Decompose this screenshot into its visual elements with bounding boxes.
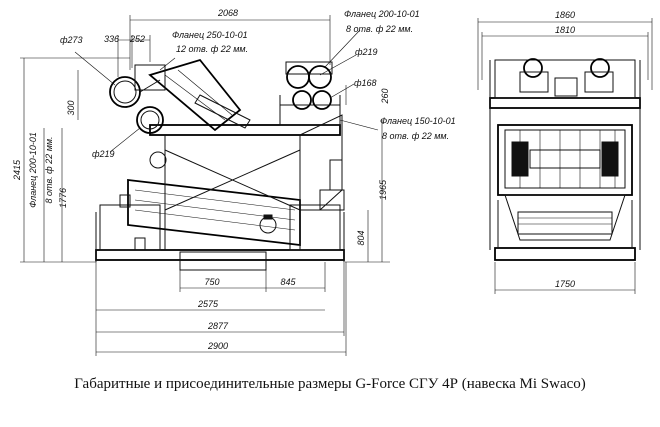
dim-804: 804 — [356, 230, 366, 245]
base-foot — [179, 251, 267, 271]
flange-250-label: Фланец 250-10-01 — [172, 30, 248, 40]
technical-drawing: 2068 ф273 336 252 Фланец 250-10-01 12 от… — [12, 8, 653, 356]
flange-150-label: Фланец 150-10-01 — [380, 116, 456, 126]
holes-8-top-label: 8 отв. ф 22 мм. — [346, 24, 413, 34]
holes-8-left-label: 8 отв. ф 22 мм. — [44, 136, 54, 203]
cyclone-cone — [148, 58, 242, 132]
dim-1860: 1860 — [555, 10, 575, 20]
dim-2900: 2900 — [207, 341, 228, 351]
dim-845: 845 — [280, 277, 296, 287]
flange-200-left-label: Фланец 200-10-01 — [28, 132, 38, 208]
dim-1776: 1776 — [58, 188, 68, 208]
dim-2877: 2877 — [207, 321, 229, 331]
front-base — [494, 247, 636, 261]
dim-336: 336 — [104, 34, 119, 44]
dim-260: 260 — [380, 88, 390, 104]
figure-caption: Габаритные и присоединительные размеры G… — [74, 376, 586, 392]
dim-750: 750 — [204, 277, 219, 287]
flange-219-right — [286, 65, 310, 89]
dim-2575: 2575 — [197, 299, 219, 309]
dim-1965: 1965 — [378, 179, 388, 200]
dim-d219-left: ф219 — [92, 149, 115, 159]
top-frame — [149, 124, 341, 136]
side-view: 2068 ф273 336 252 Фланец 250-10-01 12 от… — [12, 8, 456, 356]
dim-1750: 1750 — [555, 279, 575, 289]
front-top-frame — [489, 97, 641, 109]
dim-2415: 2415 — [12, 159, 22, 181]
dim-2068: 2068 — [217, 8, 238, 18]
front-view: 1860 1810 1750 — [477, 10, 653, 294]
dim-1810: 1810 — [555, 25, 575, 35]
dim-d168: ф168 — [354, 78, 377, 88]
dim-252: 252 — [129, 34, 145, 44]
holes-8-mid-label: 8 отв. ф 22 мм. — [382, 131, 449, 141]
dim-d219-right: ф219 — [355, 47, 378, 57]
dim-d273: ф273 — [60, 35, 83, 45]
dim-300: 300 — [66, 100, 76, 115]
flange-168 — [292, 90, 312, 110]
holes-12-label: 12 отв. ф 22 мм. — [176, 44, 248, 54]
flange-219-left — [136, 106, 164, 134]
flange-200-top-label: Фланец 200-10-01 — [344, 9, 420, 19]
